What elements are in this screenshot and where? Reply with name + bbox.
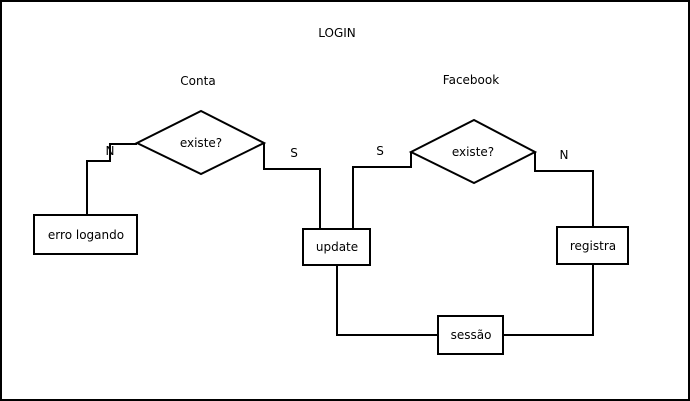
diagram-title: LOGIN xyxy=(318,26,356,40)
facebook-decision: existe? xyxy=(408,118,538,185)
account-section-label: Conta xyxy=(180,74,215,88)
connector-update-session xyxy=(336,265,438,336)
connector-account-no xyxy=(86,143,137,215)
facebook-yes-label: S xyxy=(376,144,384,158)
account-no-label: N xyxy=(106,144,115,158)
session-box: sessão xyxy=(437,315,504,355)
facebook-decision-label: existe? xyxy=(452,145,494,159)
login-error-box: erro logando xyxy=(33,214,138,255)
login-error-label: erro logando xyxy=(48,228,124,242)
facebook-no-label: N xyxy=(560,148,569,162)
facebook-section-label: Facebook xyxy=(443,73,499,87)
account-yes-label: S xyxy=(290,146,298,160)
session-label: sessão xyxy=(451,328,492,342)
connector-facebook-no xyxy=(534,152,594,227)
connector-account-yes xyxy=(263,143,321,229)
update-box: update xyxy=(302,228,371,266)
connectors xyxy=(86,143,594,336)
update-label: update xyxy=(316,240,358,254)
account-decision: existe? xyxy=(134,109,267,176)
account-decision-label: existe? xyxy=(180,136,222,150)
register-label: registra xyxy=(570,239,616,253)
connector-register-session xyxy=(503,264,594,336)
connector-facebook-yes xyxy=(352,152,412,229)
register-box: registra xyxy=(556,226,629,265)
